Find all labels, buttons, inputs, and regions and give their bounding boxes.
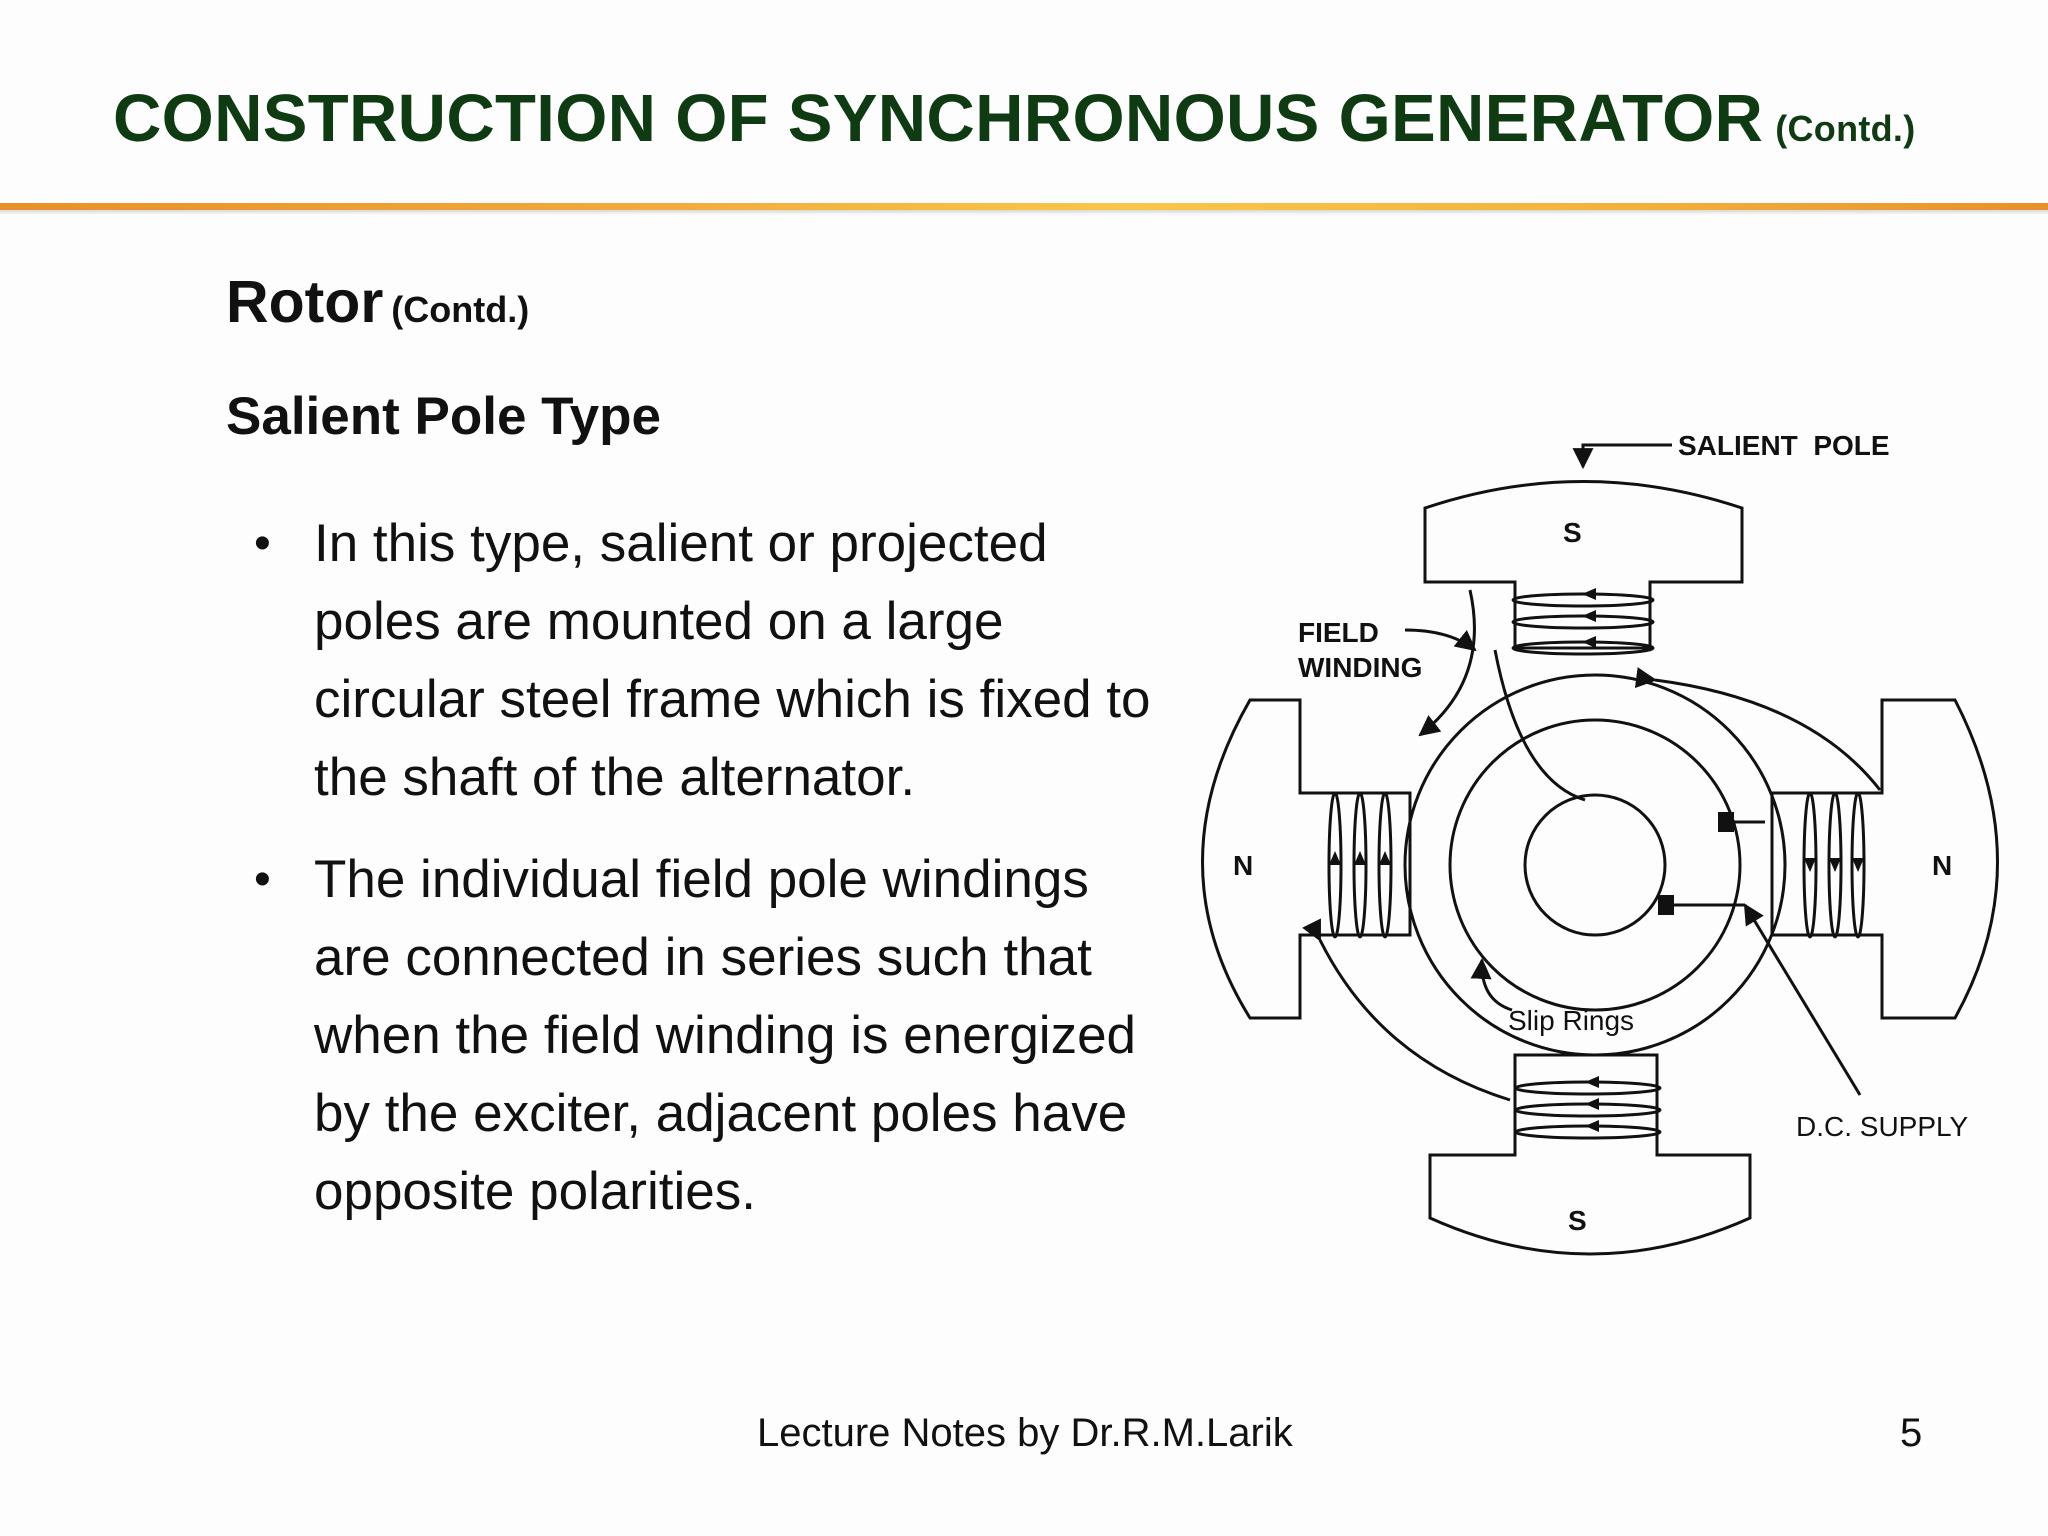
field-winding-leader [1404,628,1477,652]
label-pole-top: S [1563,517,1582,548]
section-heading-text: Rotor [226,269,384,335]
label-field-winding-2: WINDING [1298,652,1422,683]
slide-title-suffix: (Contd.) [1775,108,1916,149]
label-salient-pole: SALIENT POLE [1678,430,1890,461]
pole-left-shoe [1201,698,1412,1020]
footer-credit: Lecture Notes by Dr.R.M.Larik [757,1411,1293,1455]
bullet-item: • In this type, salient or projected pol… [254,505,1174,817]
section-heading: Rotor(Contd.) [226,268,529,336]
winding-bottom [1514,1080,1662,1140]
winding-right [1802,791,1866,939]
slide-title: CONSTRUCTION OF SYNCHRONOUS GENERATOR (Co… [113,80,1993,157]
label-pole-right: N [1932,850,1952,881]
page-number: 5 [1900,1411,1923,1455]
brush-upper [1718,812,1734,832]
label-dc-supply: D.C. SUPPLY [1796,1111,1969,1142]
brush-lower [1658,895,1674,915]
connection-left-bottom [1302,918,1511,1102]
label-slip-rings: Slip Rings [1508,1005,1634,1036]
salient-pole-leader [1572,443,1672,470]
bullet-text: In this type, salient or projected poles… [314,514,1151,807]
slip-ring-outer [1448,718,1742,1012]
slip-ring-inner [1523,793,1667,937]
bullet-list: • In this type, salient or projected pol… [254,505,1174,1255]
title-divider-shadow [0,210,2048,215]
label-field-winding-1: FIELD [1298,617,1379,648]
connection-top-left [1418,589,1476,737]
bullet-item: • The individual field pole windings are… [254,841,1174,1231]
salient-pole-rotor-diagram: SALIENT POLE FIELD WINDING S S N N Slip … [1201,430,1999,1256]
pole-bottom-shoe [1428,1053,1752,1256]
bullet-marker: • [254,853,271,906]
winding-arrows [1329,588,1864,1132]
subsection-heading: Salient Pole Type [226,387,661,446]
connection-field-to-centre [1493,649,1586,802]
pole-top-shoe [1423,480,1744,650]
winding-top [1511,592,1655,656]
dc-supply-leader-1 [1743,903,1862,1096]
connection-top-right [1634,667,1882,791]
slide-title-text: CONSTRUCTION OF SYNCHRONOUS GENERATOR [113,81,1764,156]
pole-right-shoe [1770,698,1999,1020]
rotor-frame-outer [1403,673,1787,1057]
label-pole-left: N [1233,850,1253,881]
section-heading-suffix: (Contd.) [391,289,530,330]
slip-rings-leader [1470,957,1513,1012]
title-divider [0,203,2048,210]
label-pole-bottom: S [1568,1205,1587,1236]
bullet-text: The individual field pole windings are c… [314,850,1137,1221]
bullet-marker: • [254,517,271,570]
